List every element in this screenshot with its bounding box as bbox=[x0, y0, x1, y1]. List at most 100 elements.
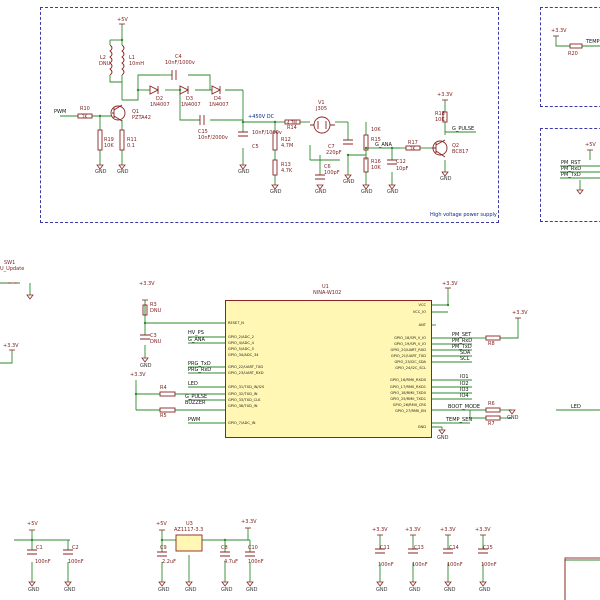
c3-ref: C3 bbox=[150, 333, 157, 339]
hv-frame bbox=[40, 7, 499, 223]
c4-val: 10nF/1000v bbox=[165, 60, 195, 66]
r19-ref: R19 bbox=[104, 137, 114, 143]
r10-ref: R10 bbox=[80, 106, 90, 112]
l1-val: 10mH bbox=[129, 61, 144, 67]
net-g-pulse: G_PULSE bbox=[185, 394, 208, 400]
gnd-c11: GND bbox=[376, 587, 388, 593]
l2-val: DNU bbox=[99, 61, 111, 67]
gnd-c8: GND bbox=[221, 587, 233, 593]
c5-val: 10nF/1000v bbox=[252, 130, 282, 136]
c13-ref: C13 bbox=[414, 545, 424, 551]
sw1-ref: SW1 bbox=[4, 260, 16, 266]
net-pm-rxd: PM_RxD bbox=[452, 338, 473, 344]
c8-ref: C8 bbox=[221, 545, 228, 551]
net-temp-sen: TEMP_SEN bbox=[446, 417, 473, 423]
c5-ref: C5 bbox=[252, 144, 259, 150]
gnd-c7: GND bbox=[343, 179, 355, 185]
gnd-c10: GND bbox=[246, 587, 258, 593]
r17-ref: R17 bbox=[408, 140, 418, 146]
plus33v-c15b: +3.3V bbox=[475, 527, 491, 533]
c6-ref: C6 bbox=[324, 164, 331, 170]
v1-val: J305 bbox=[316, 106, 328, 112]
pin-right: ANT bbox=[418, 323, 426, 327]
pin-left: RESET_N bbox=[228, 321, 244, 325]
gnd-u3: GND bbox=[185, 587, 197, 593]
plus33v-mcu-left: +3.3V bbox=[139, 281, 155, 287]
temp-net: TEMP bbox=[586, 39, 600, 45]
net-pwm: PWM bbox=[188, 417, 201, 423]
c2-ref: C2 bbox=[72, 545, 79, 551]
pin-left: GPIO_4/ADC_4 bbox=[228, 341, 254, 345]
mcu-name: NINA-W102 bbox=[313, 290, 342, 296]
net-io1: IO1 bbox=[460, 374, 469, 380]
c2-val: 100nF bbox=[68, 559, 84, 565]
c1-val: 100nF bbox=[35, 559, 51, 565]
q1-val: PZTA42 bbox=[132, 115, 151, 121]
gnd-c15b: GND bbox=[479, 587, 491, 593]
net-pm-txd: PM_TxD bbox=[452, 344, 472, 350]
pin-right: GPIO_26/RMII_CRS bbox=[392, 403, 426, 407]
r8-ref: R8 bbox=[488, 341, 495, 347]
net-hv-ps: HV_PS bbox=[188, 330, 204, 336]
c15b-ref: C15 bbox=[483, 545, 493, 551]
r15-val: 10K bbox=[371, 127, 381, 133]
c12-val: 10pF bbox=[396, 166, 409, 172]
pin-left: GPIO_5/ADC_5 bbox=[228, 347, 254, 351]
r17-val: 1K bbox=[410, 146, 416, 151]
pin-right: VCC_IO bbox=[412, 310, 426, 314]
gnd-c5: GND bbox=[238, 169, 250, 175]
gnd-c2: GND bbox=[64, 587, 76, 593]
c14-val: 100nF bbox=[447, 562, 463, 568]
c7-ref: C7 bbox=[328, 144, 335, 150]
r19-val: 10K bbox=[104, 143, 114, 149]
c15-val: 10nF/2000v bbox=[198, 135, 228, 141]
pin-right: GPIO_23/I2C_SDA bbox=[394, 360, 426, 364]
pin-right: VCC bbox=[418, 303, 426, 307]
pin-left: GPIO_32/TXD_IN bbox=[228, 392, 258, 396]
pm-rst-net: PM_RST bbox=[561, 160, 581, 166]
gnd-c12: GND bbox=[387, 189, 399, 195]
r11-ref: R11 bbox=[127, 137, 137, 143]
net-pm-set: PM_SET bbox=[452, 332, 472, 338]
c8-val: 4.7uF bbox=[224, 559, 238, 565]
gnd-c9: GND bbox=[158, 587, 170, 593]
gnd-r13: GND bbox=[270, 189, 282, 195]
r10-val: 1K bbox=[82, 114, 88, 119]
c12-ref: C12 bbox=[396, 159, 406, 165]
pin-right: GPIO_25/RMII_TXD1 bbox=[390, 397, 426, 401]
gnd-c14: GND bbox=[444, 587, 456, 593]
plus5v-reg: +5V bbox=[156, 521, 167, 527]
net-led: LED bbox=[188, 381, 198, 387]
r3-val: DNU bbox=[150, 308, 162, 314]
c10-val: 100nF bbox=[248, 559, 264, 565]
r20-ref: R20 bbox=[568, 51, 578, 57]
plus5v-c1: +5V bbox=[27, 521, 38, 527]
pin-left: GPIO_33/TXD_CLK bbox=[228, 398, 261, 402]
mcu-u1-body bbox=[225, 300, 432, 438]
net-io3: IO3 bbox=[460, 387, 469, 393]
net-boot-mode: BOOT_MODE bbox=[448, 404, 481, 410]
net-io4: IO4 bbox=[460, 393, 469, 399]
pin-left: GPIO_22/UART_TXD bbox=[228, 365, 264, 369]
c15b-val: 100nF bbox=[481, 562, 497, 568]
r13-val: 4.7K bbox=[281, 168, 293, 174]
pin-right: GND bbox=[417, 425, 426, 429]
pin-left: GPIO_7/ADC_IN bbox=[228, 421, 256, 425]
r14-ref: R14 bbox=[287, 125, 297, 131]
net-prg-txd: PRG_TxD bbox=[188, 361, 211, 367]
d3-val: 1N4007 bbox=[181, 102, 201, 108]
led-net-right: LED bbox=[571, 404, 581, 410]
plus33v-mcu-right: +3.3V bbox=[442, 281, 458, 287]
pin-right: GPIO_19/SPI_V_IO bbox=[394, 342, 426, 346]
net-buzzer: BUZZER bbox=[185, 400, 206, 406]
c7-val: 220pF bbox=[326, 150, 342, 156]
pwm-net-label: PWM bbox=[54, 109, 67, 115]
plus33v-reg: +3.3V bbox=[241, 519, 257, 525]
pin-right: GPIO_18/SPI_V_IO bbox=[394, 336, 426, 340]
plus33v-c11: +3.3V bbox=[372, 527, 388, 533]
r12-val: 4.7M bbox=[281, 143, 294, 149]
r16-val: 10K bbox=[371, 165, 381, 171]
net-scl: SCL bbox=[460, 356, 470, 362]
pin-right: GPIO_16/RMII_RXD0 bbox=[390, 378, 426, 382]
pin-left: GPIO_36/TXD_IN bbox=[228, 404, 258, 408]
